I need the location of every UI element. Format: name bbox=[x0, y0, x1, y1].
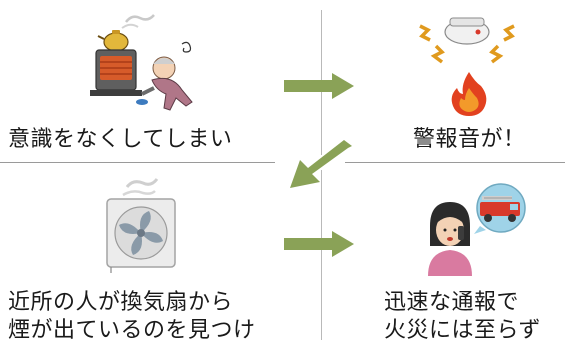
horizontal-divider-right bbox=[345, 162, 565, 163]
diagonal-arrow-icon bbox=[290, 140, 352, 188]
right-arrow-icon bbox=[284, 231, 354, 257]
fire-truck-icon bbox=[474, 183, 526, 234]
collapsed-elderly-person-icon bbox=[90, 14, 193, 111]
caption-quick-report-line1: 迅速な通報で bbox=[384, 290, 520, 315]
caption-quick-report-line2: 火災には至らず bbox=[384, 318, 542, 343]
caption-lost-consciousness: 意識をなくしてしまい bbox=[8, 127, 233, 152]
ventilation-fan-icon bbox=[106, 178, 176, 273]
caption-neighbor-line2: 煙が出ているのを見つけ bbox=[8, 318, 256, 343]
fire-icon bbox=[451, 72, 487, 116]
smoke-alarm-icon bbox=[419, 17, 515, 64]
caption-neighbor-line1: 近所の人が換気扇から bbox=[8, 290, 234, 315]
horizontal-divider-left bbox=[0, 162, 275, 163]
vertical-divider-bottom bbox=[321, 170, 322, 340]
caption-alarm-sounded: 警報音が！ bbox=[413, 127, 526, 152]
phone-caller-icon bbox=[428, 202, 472, 276]
right-arrow-icon bbox=[284, 73, 354, 99]
